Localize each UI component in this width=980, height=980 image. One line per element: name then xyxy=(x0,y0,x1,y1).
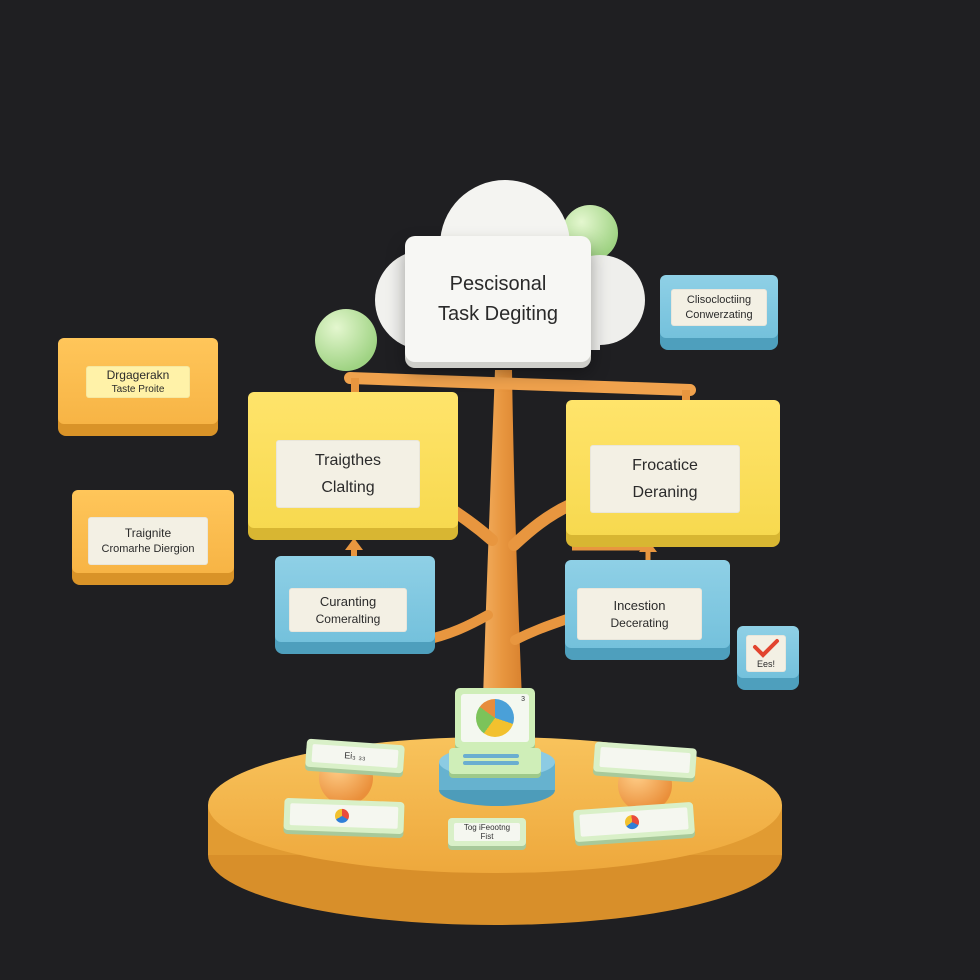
node-label: Traignite Cromarhe Diergion xyxy=(88,517,208,565)
node-line1: Incestion xyxy=(613,598,666,614)
node-line2: Cromarhe Diergion xyxy=(101,542,195,555)
node-left-lower[interactable]: Traignite Cromarhe Diergion xyxy=(72,490,234,585)
platform-card-front-left[interactable] xyxy=(283,797,405,835)
node-line2: Comeralting xyxy=(315,611,381,626)
node-low-left[interactable]: Curanting Comeralting xyxy=(275,556,435,654)
card-inner: Tog iFeootng Fist xyxy=(454,823,520,841)
node-line1: Traignite xyxy=(124,526,172,541)
pie-chart-icon xyxy=(476,699,514,737)
node-top-right[interactable]: Clisocloctiing Conwerzating xyxy=(660,275,778,350)
laptop-keyboard xyxy=(449,748,541,774)
card-inner: Ei₃ ₃₃ xyxy=(311,744,399,768)
color-wheel-icon xyxy=(624,814,640,830)
node-label: Curanting Comeralting xyxy=(289,588,407,632)
node-low-right[interactable]: Incestion Decerating xyxy=(565,560,730,660)
screen-badge: 3 xyxy=(521,696,525,703)
checkmark-icon xyxy=(753,638,779,658)
screen-content: 3 xyxy=(461,694,529,742)
node-label: Frocatice Deraning xyxy=(590,445,740,513)
card-text: Ei₃ ₃₃ xyxy=(343,750,367,762)
card-text-2: Fist xyxy=(480,832,494,841)
node-label: Traigthes Clalting xyxy=(276,440,420,508)
card-text-1: Tog iFeootng xyxy=(463,823,511,832)
laptop-screen: 3 xyxy=(455,688,535,748)
check-badge[interactable]: Ees! xyxy=(737,626,799,690)
card-inner xyxy=(599,746,691,774)
card-inner xyxy=(289,803,399,829)
root-task-node[interactable]: Pescisonal Task Degiting xyxy=(405,236,591,362)
color-wheel-icon xyxy=(334,808,350,824)
node-line1: Frocatice xyxy=(632,456,698,474)
root-node-line1: Pescisonal xyxy=(449,273,547,295)
platform-card-front-center[interactable]: Tog iFeootng Fist xyxy=(448,818,526,846)
node-mid-left[interactable]: Traigthes Clalting xyxy=(248,392,458,540)
node-line2: Taste Proite xyxy=(111,384,165,396)
root-node-line2: Task Degiting xyxy=(437,303,559,325)
node-line1: Drgagerakn xyxy=(106,368,170,383)
node-label: Incestion Decerating xyxy=(577,588,702,640)
node-label: Drgagerakn Taste Proite xyxy=(86,366,190,398)
node-line2: Decerating xyxy=(610,615,669,630)
node-line2: Deraning xyxy=(632,484,698,501)
node-line1: Traigthes xyxy=(314,451,382,469)
node-mid-right[interactable]: Frocatice Deraning xyxy=(566,400,780,547)
node-line2: Clalting xyxy=(321,479,375,496)
node-label: Clisocloctiing Conwerzating xyxy=(671,289,767,326)
node-line1: Curanting xyxy=(319,594,377,610)
node-left-upper[interactable]: Drgagerakn Taste Proite xyxy=(58,338,218,436)
green-ball xyxy=(315,309,377,371)
laptop[interactable]: 3 xyxy=(449,688,541,780)
badge-text: Ees! xyxy=(756,658,775,669)
card-inner xyxy=(579,807,689,837)
node-line1: Clisocloctiing xyxy=(686,293,752,306)
node-line2: Conwerzating xyxy=(685,308,753,321)
badge-label: Ees! xyxy=(746,635,786,672)
